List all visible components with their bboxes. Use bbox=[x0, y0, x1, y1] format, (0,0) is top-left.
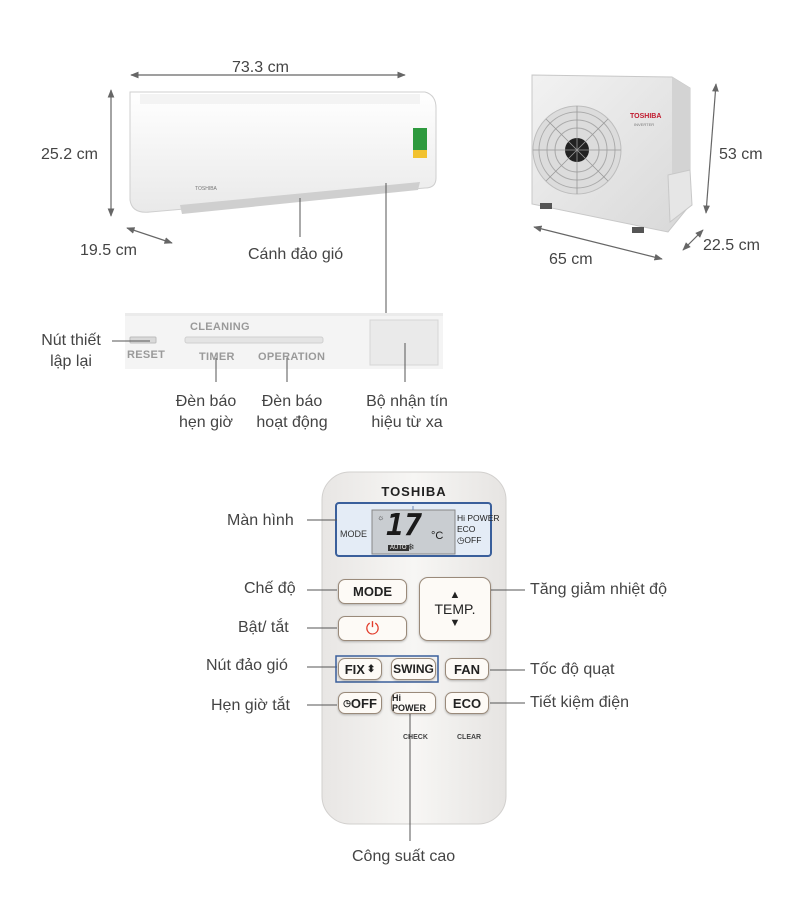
power-button[interactable]: ⏻ bbox=[338, 616, 407, 641]
indoor-control-panel bbox=[125, 313, 443, 369]
eco-label: Tiết kiệm điện bbox=[530, 694, 629, 711]
temp-button[interactable]: ▲ TEMP. ▼ bbox=[419, 577, 491, 641]
outdoor-depth-label: 22.5 cm bbox=[703, 237, 760, 254]
remote-body bbox=[321, 471, 507, 825]
swing-label: Nút đảo gió bbox=[206, 657, 288, 674]
indoor-depth-arrow bbox=[126, 227, 173, 244]
outdoor-unit: TOSHIBA INVERTER bbox=[531, 74, 693, 233]
display-mode-text: MODE bbox=[340, 529, 367, 539]
fix-button[interactable]: FIX⬍ bbox=[338, 658, 382, 680]
remote-control bbox=[321, 471, 507, 825]
display-off: OFF bbox=[464, 535, 482, 545]
panel-timer-text: TIMER bbox=[199, 351, 235, 363]
mode-label: Chế độ bbox=[244, 580, 296, 597]
outdoor-height-arrow bbox=[703, 83, 719, 214]
outdoor-width-label: 65 cm bbox=[549, 251, 593, 268]
receiver-label-line2: hiệu từ xa bbox=[371, 414, 443, 431]
off-timer-button-label: OFF bbox=[350, 695, 377, 711]
indoor-height-label: 25.2 cm bbox=[41, 146, 98, 163]
swing-group-frame bbox=[335, 655, 439, 683]
outdoor-brand-logo: TOSHIBA bbox=[630, 113, 661, 120]
display-status-list: Hi POWER ECO ◷OFF bbox=[457, 513, 500, 546]
indoor-depth-label: 19.5 cm bbox=[80, 242, 137, 259]
temp-button-label: TEMP. bbox=[434, 601, 476, 617]
receiver-label: Bộ nhận tín hiệu từ xa bbox=[355, 391, 459, 433]
eco-button[interactable]: ECO bbox=[445, 692, 489, 714]
display-temperature: 17 bbox=[386, 508, 423, 543]
outdoor-height-label: 53 cm bbox=[719, 146, 763, 163]
timer-light-label-line2: hẹn giờ bbox=[178, 414, 234, 431]
fan-button[interactable]: FAN bbox=[445, 658, 489, 680]
display-unit: °C bbox=[431, 530, 444, 542]
swing-button[interactable]: SWING bbox=[391, 658, 436, 680]
receiver-label-line1: Bộ nhận tín bbox=[366, 393, 448, 410]
fix-arrows-icon: ⬍ bbox=[366, 663, 376, 675]
power-label: Bật/ tắt bbox=[238, 619, 289, 636]
check-button[interactable]: CHECK bbox=[403, 734, 428, 741]
indoor-width-label: 73.3 cm bbox=[232, 59, 289, 76]
timer-light-label-line1: Đèn báo bbox=[175, 393, 237, 410]
off-timer-icon: ◷ bbox=[343, 697, 351, 708]
indoor-unit: TOSHIBA bbox=[129, 91, 437, 214]
operation-light-label-line1: Đèn báo bbox=[261, 393, 323, 410]
temp-label: Tăng giảm nhiệt độ bbox=[530, 581, 667, 598]
display-auto-badge: AUTO bbox=[388, 545, 409, 551]
louver-label: Cánh đảo gió bbox=[248, 246, 344, 263]
display-off-row: ◷OFF bbox=[457, 535, 500, 546]
hipower-label: Công suất cao bbox=[352, 848, 456, 865]
outdoor-width-arrow bbox=[533, 225, 663, 261]
display-timer-icon: ◷ bbox=[457, 535, 465, 545]
remote-receiver-window bbox=[369, 319, 439, 366]
energy-label-sticker bbox=[413, 128, 427, 150]
temp-up-icon: ▲ bbox=[449, 589, 461, 601]
mode-button[interactable]: MODE bbox=[338, 579, 407, 604]
reset-label-line1: Nút thiết bbox=[41, 332, 101, 349]
remote-brand: TOSHIBA bbox=[381, 484, 447, 499]
panel-reset-text: RESET bbox=[127, 349, 166, 361]
display-hipower: Hi POWER bbox=[457, 513, 500, 523]
hipower-button[interactable]: Hi POWER bbox=[391, 692, 436, 714]
panel-operation-text: OPERATION bbox=[258, 351, 326, 363]
outdoor-depth-arrow bbox=[682, 229, 704, 251]
panel-cleaning-text: CLEANING bbox=[190, 321, 250, 333]
reset-button-slot bbox=[129, 336, 157, 344]
cleaning-indicator-bar bbox=[184, 336, 324, 344]
display-fan-icon: ❄ bbox=[407, 542, 415, 552]
reset-label: Nút thiết lập lại bbox=[26, 330, 116, 372]
fix-button-label: FIX bbox=[344, 661, 365, 677]
screen-label: Màn hình bbox=[227, 512, 294, 529]
off-timer-label: Hẹn giờ tắt bbox=[211, 697, 290, 714]
power-icon: ⏻ bbox=[365, 618, 380, 638]
indoor-brand-logo: TOSHIBA bbox=[195, 186, 218, 192]
operation-light-label: Đèn báo hoạt động bbox=[247, 391, 337, 433]
reset-label-line2: lập lại bbox=[50, 353, 92, 370]
off-timer-button[interactable]: ◷OFF bbox=[338, 692, 382, 714]
temp-down-icon: ▼ bbox=[449, 617, 461, 629]
fan-label: Tốc độ quạt bbox=[530, 661, 615, 678]
outdoor-inverter-badge: INVERTER bbox=[634, 122, 654, 127]
operation-light-label-line2: hoạt động bbox=[256, 414, 328, 431]
timer-light-label: Đèn báo hẹn giờ bbox=[166, 391, 246, 433]
display-eco: ECO bbox=[457, 524, 476, 534]
clear-button[interactable]: CLEAR bbox=[457, 734, 482, 741]
display-sun-icon: ☼ bbox=[377, 513, 385, 522]
